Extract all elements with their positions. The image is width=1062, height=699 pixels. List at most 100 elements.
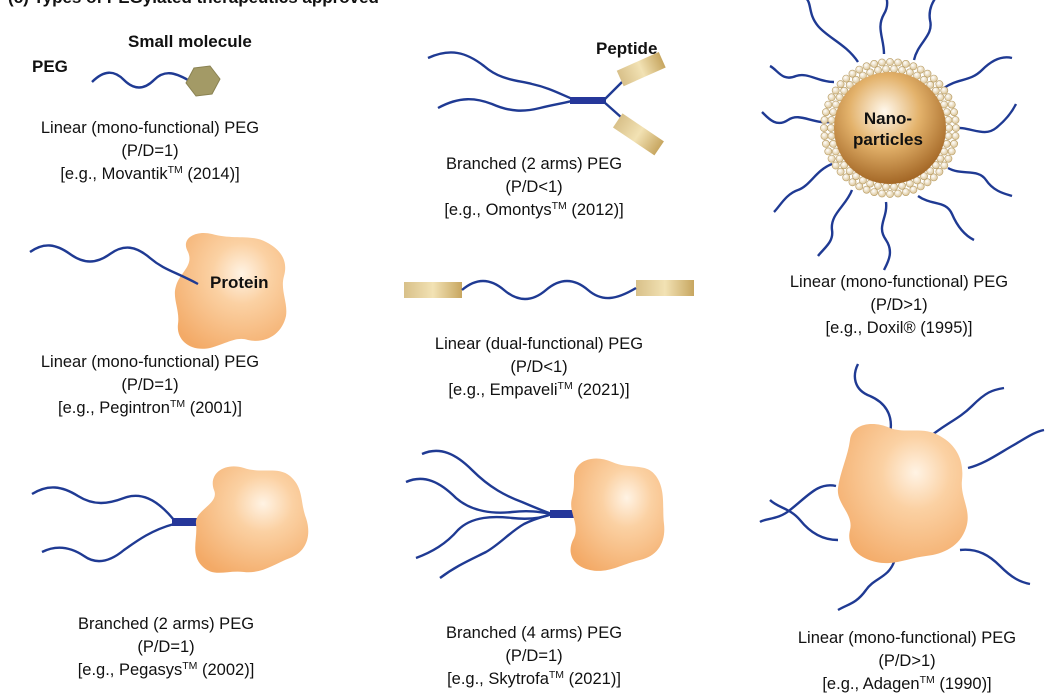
- dual-functional-conjugate: [404, 279, 694, 301]
- lipid-head: [951, 132, 960, 140]
- lipid-bilayer: [820, 58, 960, 198]
- lipid-head: [874, 66, 882, 75]
- lipid-head: [840, 86, 849, 95]
- caption-ratio: (P/D>1): [870, 296, 928, 314]
- caption-year: (2014)]: [182, 165, 240, 183]
- lipid-head: [935, 80, 944, 89]
- lipid-head: [848, 178, 857, 187]
- lipid-head: [886, 58, 894, 66]
- lipid-head: [935, 167, 944, 176]
- lipid-head: [898, 66, 906, 75]
- caption-empaveli: Linear (dual-functional) PEG (P/D<1) [e.…: [384, 333, 694, 402]
- protein-shape: [837, 424, 968, 564]
- caption-skytrofa: Branched (4 arms) PEG (P/D=1) [e.g., Sky…: [384, 622, 684, 691]
- caption-ratio: (P/D<1): [505, 178, 563, 196]
- caption-example: [e.g., Skytrofa: [447, 670, 549, 688]
- protein-linear-conjugate: [29, 232, 287, 349]
- caption-type: Linear (mono-functional) PEG: [789, 273, 1009, 291]
- protein-multi-peg-conjugate: [759, 363, 1045, 612]
- lipid-head: [878, 58, 886, 67]
- caption-omontys: Branched (2 arms) PEG (P/D<1) [e.g., Omo…: [384, 153, 684, 222]
- label-peptide: Peptide: [596, 39, 658, 58]
- caption-year: (2001)]: [185, 399, 242, 417]
- label-nano-line2: particles: [853, 130, 923, 149]
- lipid-head: [852, 172, 860, 181]
- lipid-head: [940, 86, 949, 95]
- caption-type: Branched (2 arms) PEG: [445, 155, 623, 173]
- caption-year: (1990)]: [934, 675, 992, 693]
- peptide-block: [636, 280, 694, 296]
- lipid-head: [920, 172, 928, 181]
- lipid-head: [944, 154, 953, 163]
- label-nano-line1: Nano-: [863, 109, 913, 128]
- label-nanoparticles: Nano- particles: [826, 108, 950, 150]
- lipid-head: [901, 60, 910, 68]
- protein-4arm-conjugate: [405, 449, 665, 579]
- caption-example: [e.g., Pegintron: [58, 399, 170, 417]
- caption-movantik: Linear (mono-functional) PEG (P/D=1) [e.…: [0, 117, 300, 186]
- figure-title: (c) Types of PEGylated therapeutics appr…: [8, 0, 379, 8]
- caption-example: [e.g., Movantik: [60, 165, 168, 183]
- trademark: TM: [167, 164, 183, 176]
- caption-example: [e.g., Doxil® (1995)]: [825, 319, 973, 337]
- trademark: TM: [548, 669, 565, 681]
- caption-doxil: Linear (mono-functional) PEG (P/D>1) [e.…: [744, 271, 1054, 340]
- lipid-head: [852, 75, 860, 84]
- lipid-head: [836, 80, 845, 89]
- lipid-head: [886, 190, 894, 198]
- nanoparticle-conjugate: [761, 0, 1018, 271]
- caption-year: (2012)]: [566, 201, 624, 219]
- lipid-head: [901, 188, 910, 196]
- lipid-head: [929, 173, 938, 182]
- lipid-head: [890, 182, 898, 191]
- label-small-molecule: Small molecule: [128, 32, 252, 51]
- lipid-head: [878, 189, 886, 198]
- lipid-head: [870, 188, 879, 196]
- lipid-head: [909, 185, 918, 194]
- caption-type: Branched (2 arms) PEG: [77, 615, 255, 633]
- lipid-head: [926, 81, 935, 89]
- caption-example: [e.g., Omontys: [444, 201, 552, 219]
- trademark: TM: [919, 674, 935, 686]
- lipid-head: [862, 185, 871, 194]
- nanoparticle-core: [834, 72, 946, 184]
- peptide-block: [612, 113, 664, 156]
- lipid-head: [882, 65, 890, 73]
- caption-pegasys: Branched (2 arms) PEG (P/D=1) [e.g., Peg…: [16, 613, 316, 682]
- lipid-head: [916, 182, 925, 191]
- lipid-head: [824, 100, 833, 109]
- lipid-head: [950, 108, 958, 117]
- lipid-head: [845, 167, 854, 175]
- lipid-head: [824, 147, 833, 156]
- peptide-block: [404, 282, 462, 298]
- caption-type: Linear (mono-functional) PEG: [40, 119, 260, 137]
- lipid-head: [874, 181, 882, 190]
- lipid-head: [931, 161, 940, 170]
- protein-shape: [195, 466, 309, 573]
- trademark: TM: [182, 660, 198, 672]
- trademark: TM: [557, 380, 573, 392]
- protein-shape: [570, 458, 665, 571]
- lipid-head: [855, 182, 864, 191]
- caption-year: (2002)]: [197, 661, 255, 679]
- caption-pegintron: Linear (mono-functional) PEG (P/D=1) [e.…: [0, 351, 300, 420]
- caption-year: (2021)]: [572, 381, 630, 399]
- caption-type: Linear (dual-functional) PEG: [434, 335, 644, 353]
- lipid-head: [827, 154, 836, 163]
- lipid-head: [870, 60, 879, 68]
- lipid-head: [894, 58, 902, 67]
- small-molecule-conjugate: [91, 65, 221, 97]
- lipid-head: [916, 65, 925, 74]
- lipid-head: [923, 69, 932, 78]
- caption-ratio: (P/D=1): [121, 142, 179, 160]
- lipid-head: [920, 75, 928, 84]
- lipid-head: [931, 86, 940, 95]
- label-peg: PEG: [32, 57, 68, 76]
- caption-year: (2021)]: [564, 670, 621, 688]
- lipid-head: [845, 81, 854, 89]
- caption-example: [e.g., Empaveli: [448, 381, 558, 399]
- lipid-head: [836, 167, 845, 176]
- lipid-head: [952, 124, 960, 132]
- lipid-head: [923, 178, 932, 187]
